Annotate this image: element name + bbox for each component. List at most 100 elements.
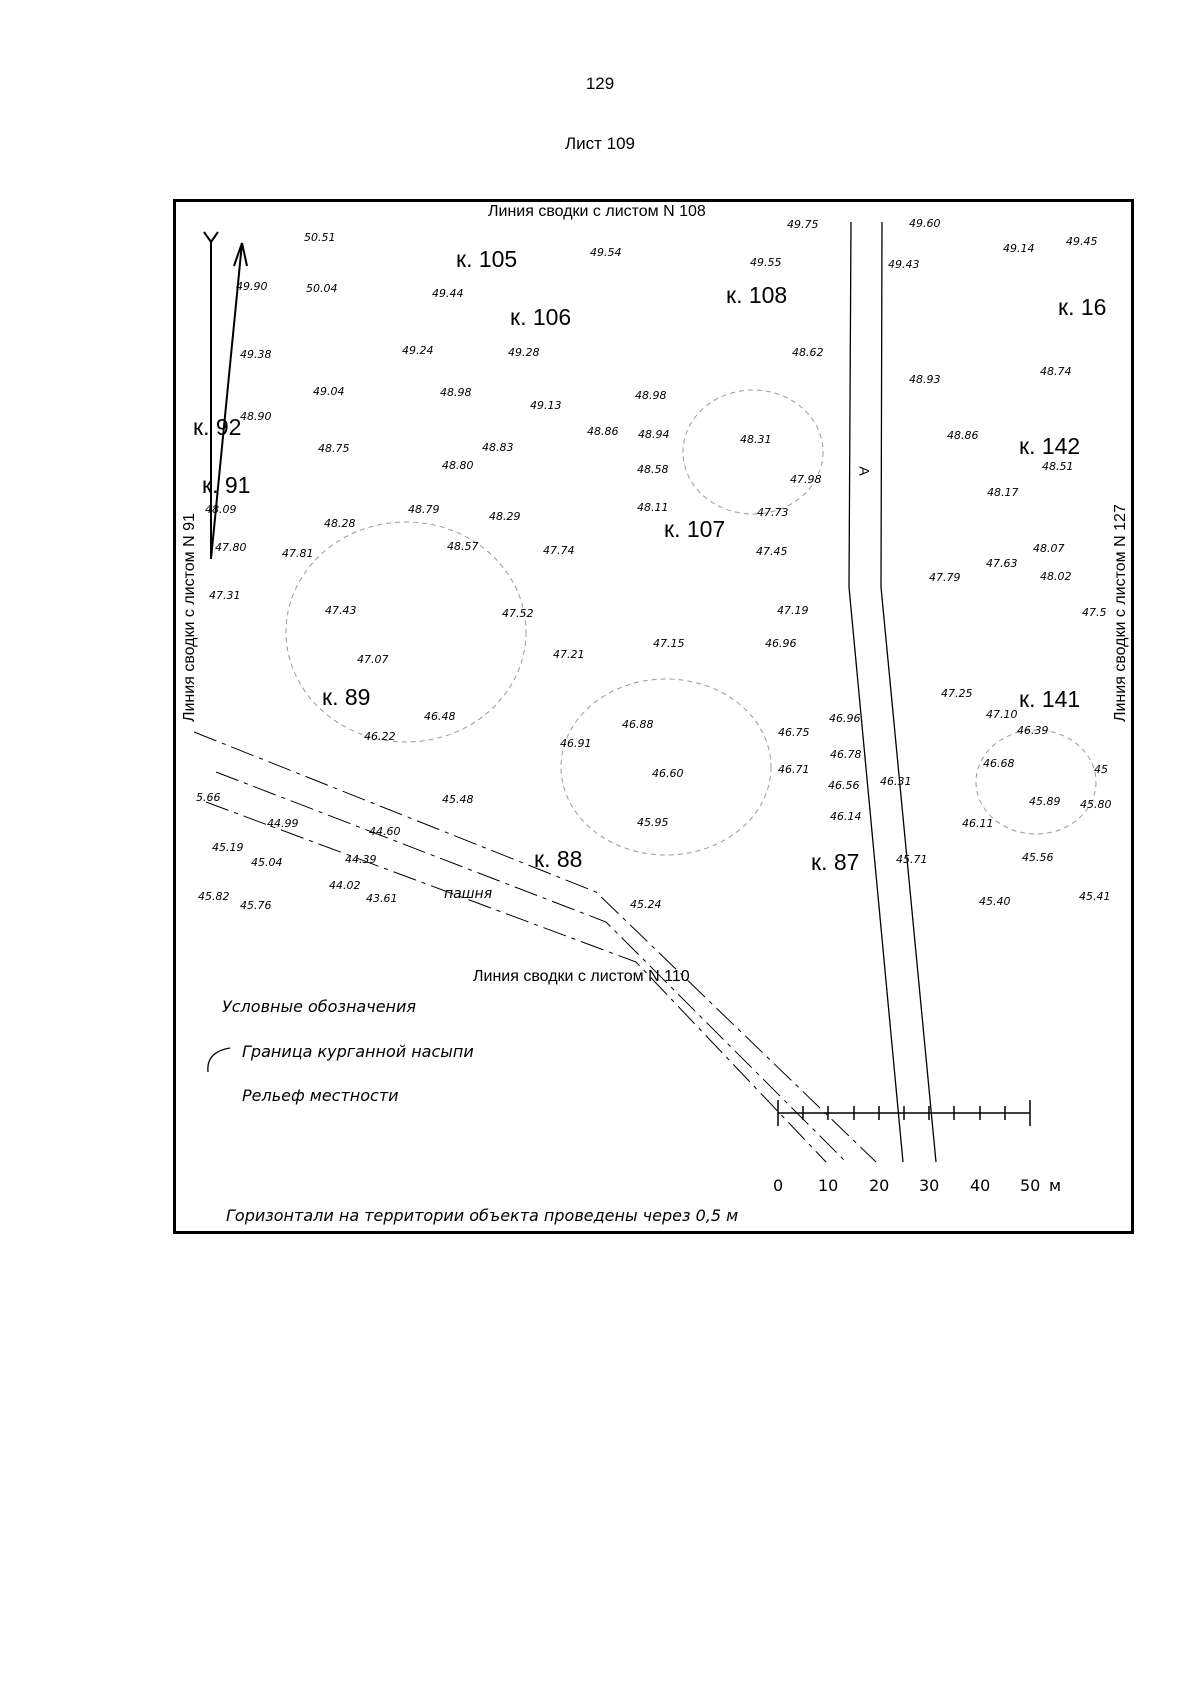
- legend-relief: Рельеф местности: [242, 1086, 399, 1105]
- spot-height: 44.39: [345, 853, 377, 866]
- spot-height: 47.5: [1082, 606, 1107, 619]
- spot-height: 49.54: [590, 246, 622, 259]
- spot-height: 46.22: [364, 730, 396, 743]
- spot-height: 49.14: [1003, 242, 1035, 255]
- legend-mound: Граница курганной насыпи: [242, 1042, 474, 1061]
- spot-height: 48.07: [1033, 542, 1065, 555]
- spot-height: 47.45: [756, 545, 788, 558]
- spot-height: 50.04: [306, 282, 338, 295]
- spot-height: 45.04: [251, 856, 283, 869]
- spot-height: 46.14: [830, 810, 862, 823]
- spot-height: 48.94: [638, 428, 670, 441]
- spot-height: 43.61: [366, 892, 398, 905]
- spot-height: 46.60: [652, 767, 684, 780]
- spot-height: 47.80: [215, 541, 247, 554]
- spot-height: 48.29: [489, 510, 521, 523]
- kurgan-label: к. 92: [193, 414, 242, 440]
- spot-height: 45.56: [1022, 851, 1054, 864]
- scale-tick-label: 40: [970, 1176, 991, 1195]
- spot-height: 49.38: [240, 348, 272, 361]
- spot-height: 45.71: [896, 853, 928, 866]
- spot-height: 46.78: [830, 748, 862, 761]
- edge-label-top: Линия сводки с листом N 108: [488, 203, 706, 220]
- scale-unit: м: [1049, 1176, 1062, 1195]
- spot-height: 49.90: [236, 280, 268, 293]
- spot-height: 48.90: [240, 410, 272, 423]
- spot-height: 48.09: [205, 503, 237, 516]
- kurgan-label: к. 106: [510, 304, 572, 330]
- spot-height: 49.13: [530, 399, 562, 412]
- spot-height: 48.80: [442, 459, 474, 472]
- spot-height: 46.88: [622, 718, 654, 731]
- spot-height: 46.48: [424, 710, 456, 723]
- edge-label-left: Линия сводки с листом N 91: [181, 513, 198, 722]
- spot-height: 49.43: [888, 258, 920, 271]
- spot-height: 45: [1094, 763, 1108, 776]
- sheet-title: Лист 109: [564, 134, 636, 153]
- spot-height: 47.79: [929, 571, 961, 584]
- spot-height: 45.89: [1029, 795, 1061, 808]
- spot-height: 46.71: [778, 763, 810, 776]
- spot-height: 47.98: [790, 473, 822, 486]
- spot-height: 46.11: [962, 817, 994, 830]
- field-label: пашня: [444, 886, 493, 902]
- spot-height: 46.68: [983, 757, 1015, 770]
- spot-height: 48.28: [324, 517, 356, 530]
- kurgan-label: к. 107: [664, 516, 726, 542]
- spot-height: 46.56: [828, 779, 860, 792]
- kurgan-label: к. 16: [1058, 294, 1107, 320]
- spot-height: 45.82: [198, 890, 230, 903]
- spot-height: 44.02: [329, 879, 361, 892]
- spot-height: 49.75: [787, 218, 819, 231]
- spot-height: 47.19: [777, 604, 809, 617]
- spot-height: 48.86: [587, 425, 619, 438]
- spot-height: 48.79: [408, 503, 440, 516]
- spot-height: 49.44: [432, 287, 464, 300]
- spot-height: 48.98: [635, 389, 667, 402]
- spot-height: 47.63: [986, 557, 1018, 570]
- spot-height: 47.25: [941, 687, 973, 700]
- spot-height: 44.99: [267, 817, 299, 830]
- scale-bar: [777, 1100, 1031, 1126]
- spot-height: 46.39: [1017, 724, 1049, 737]
- spot-height: 45.41: [1079, 890, 1111, 903]
- spot-height: 49.04: [313, 385, 345, 398]
- spot-height: 47.43: [325, 604, 357, 617]
- spot-height: 47.07: [357, 653, 389, 666]
- kurgan-label: к. 108: [726, 282, 788, 308]
- spot-height: 46.91: [560, 737, 592, 750]
- spot-height: 47.21: [553, 648, 585, 661]
- topographic-map[interactable]: Линия сводки с листом N 108 Линия сводки…: [173, 199, 1134, 1234]
- spot-height: 48.83: [482, 441, 514, 454]
- north-arrow-icon: [203, 231, 248, 560]
- kurgan-label: к. 105: [456, 246, 518, 272]
- road: [848, 221, 937, 1163]
- page-number: 129: [585, 74, 615, 93]
- spot-height: 49.24: [402, 344, 434, 357]
- kurgan-label: к. 91: [202, 472, 251, 498]
- legend-title: Условные обозначения: [222, 997, 417, 1016]
- road-marker: А: [856, 466, 873, 476]
- scale-tick-label: 0: [773, 1176, 784, 1195]
- spot-height: 48.62: [792, 346, 824, 359]
- spot-height: 49.60: [909, 217, 941, 230]
- spot-height: 47.31: [209, 589, 241, 602]
- spot-height: 48.51: [1042, 460, 1074, 473]
- spot-height: 45.19: [212, 841, 244, 854]
- spot-height: 47.52: [502, 607, 534, 620]
- map-linework: [193, 221, 1097, 1163]
- spot-height: 48.93: [909, 373, 941, 386]
- scale-tick-label: 50: [1020, 1176, 1041, 1195]
- spot-height: 45.95: [637, 816, 669, 829]
- scale-tick-label: 20: [869, 1176, 890, 1195]
- spot-height: 48.98: [440, 386, 472, 399]
- spot-height: 48.11: [637, 501, 669, 514]
- spot-height: 47.73: [757, 506, 789, 519]
- spot-height: 44.60: [369, 825, 401, 838]
- spot-height: 47.10: [986, 708, 1018, 721]
- scale-tick-label: 30: [919, 1176, 940, 1195]
- spot-height: 45.48: [442, 793, 474, 806]
- spot-height: 46.75: [778, 726, 810, 739]
- spot-height: 47.74: [543, 544, 575, 557]
- spot-height: 48.75: [318, 442, 350, 455]
